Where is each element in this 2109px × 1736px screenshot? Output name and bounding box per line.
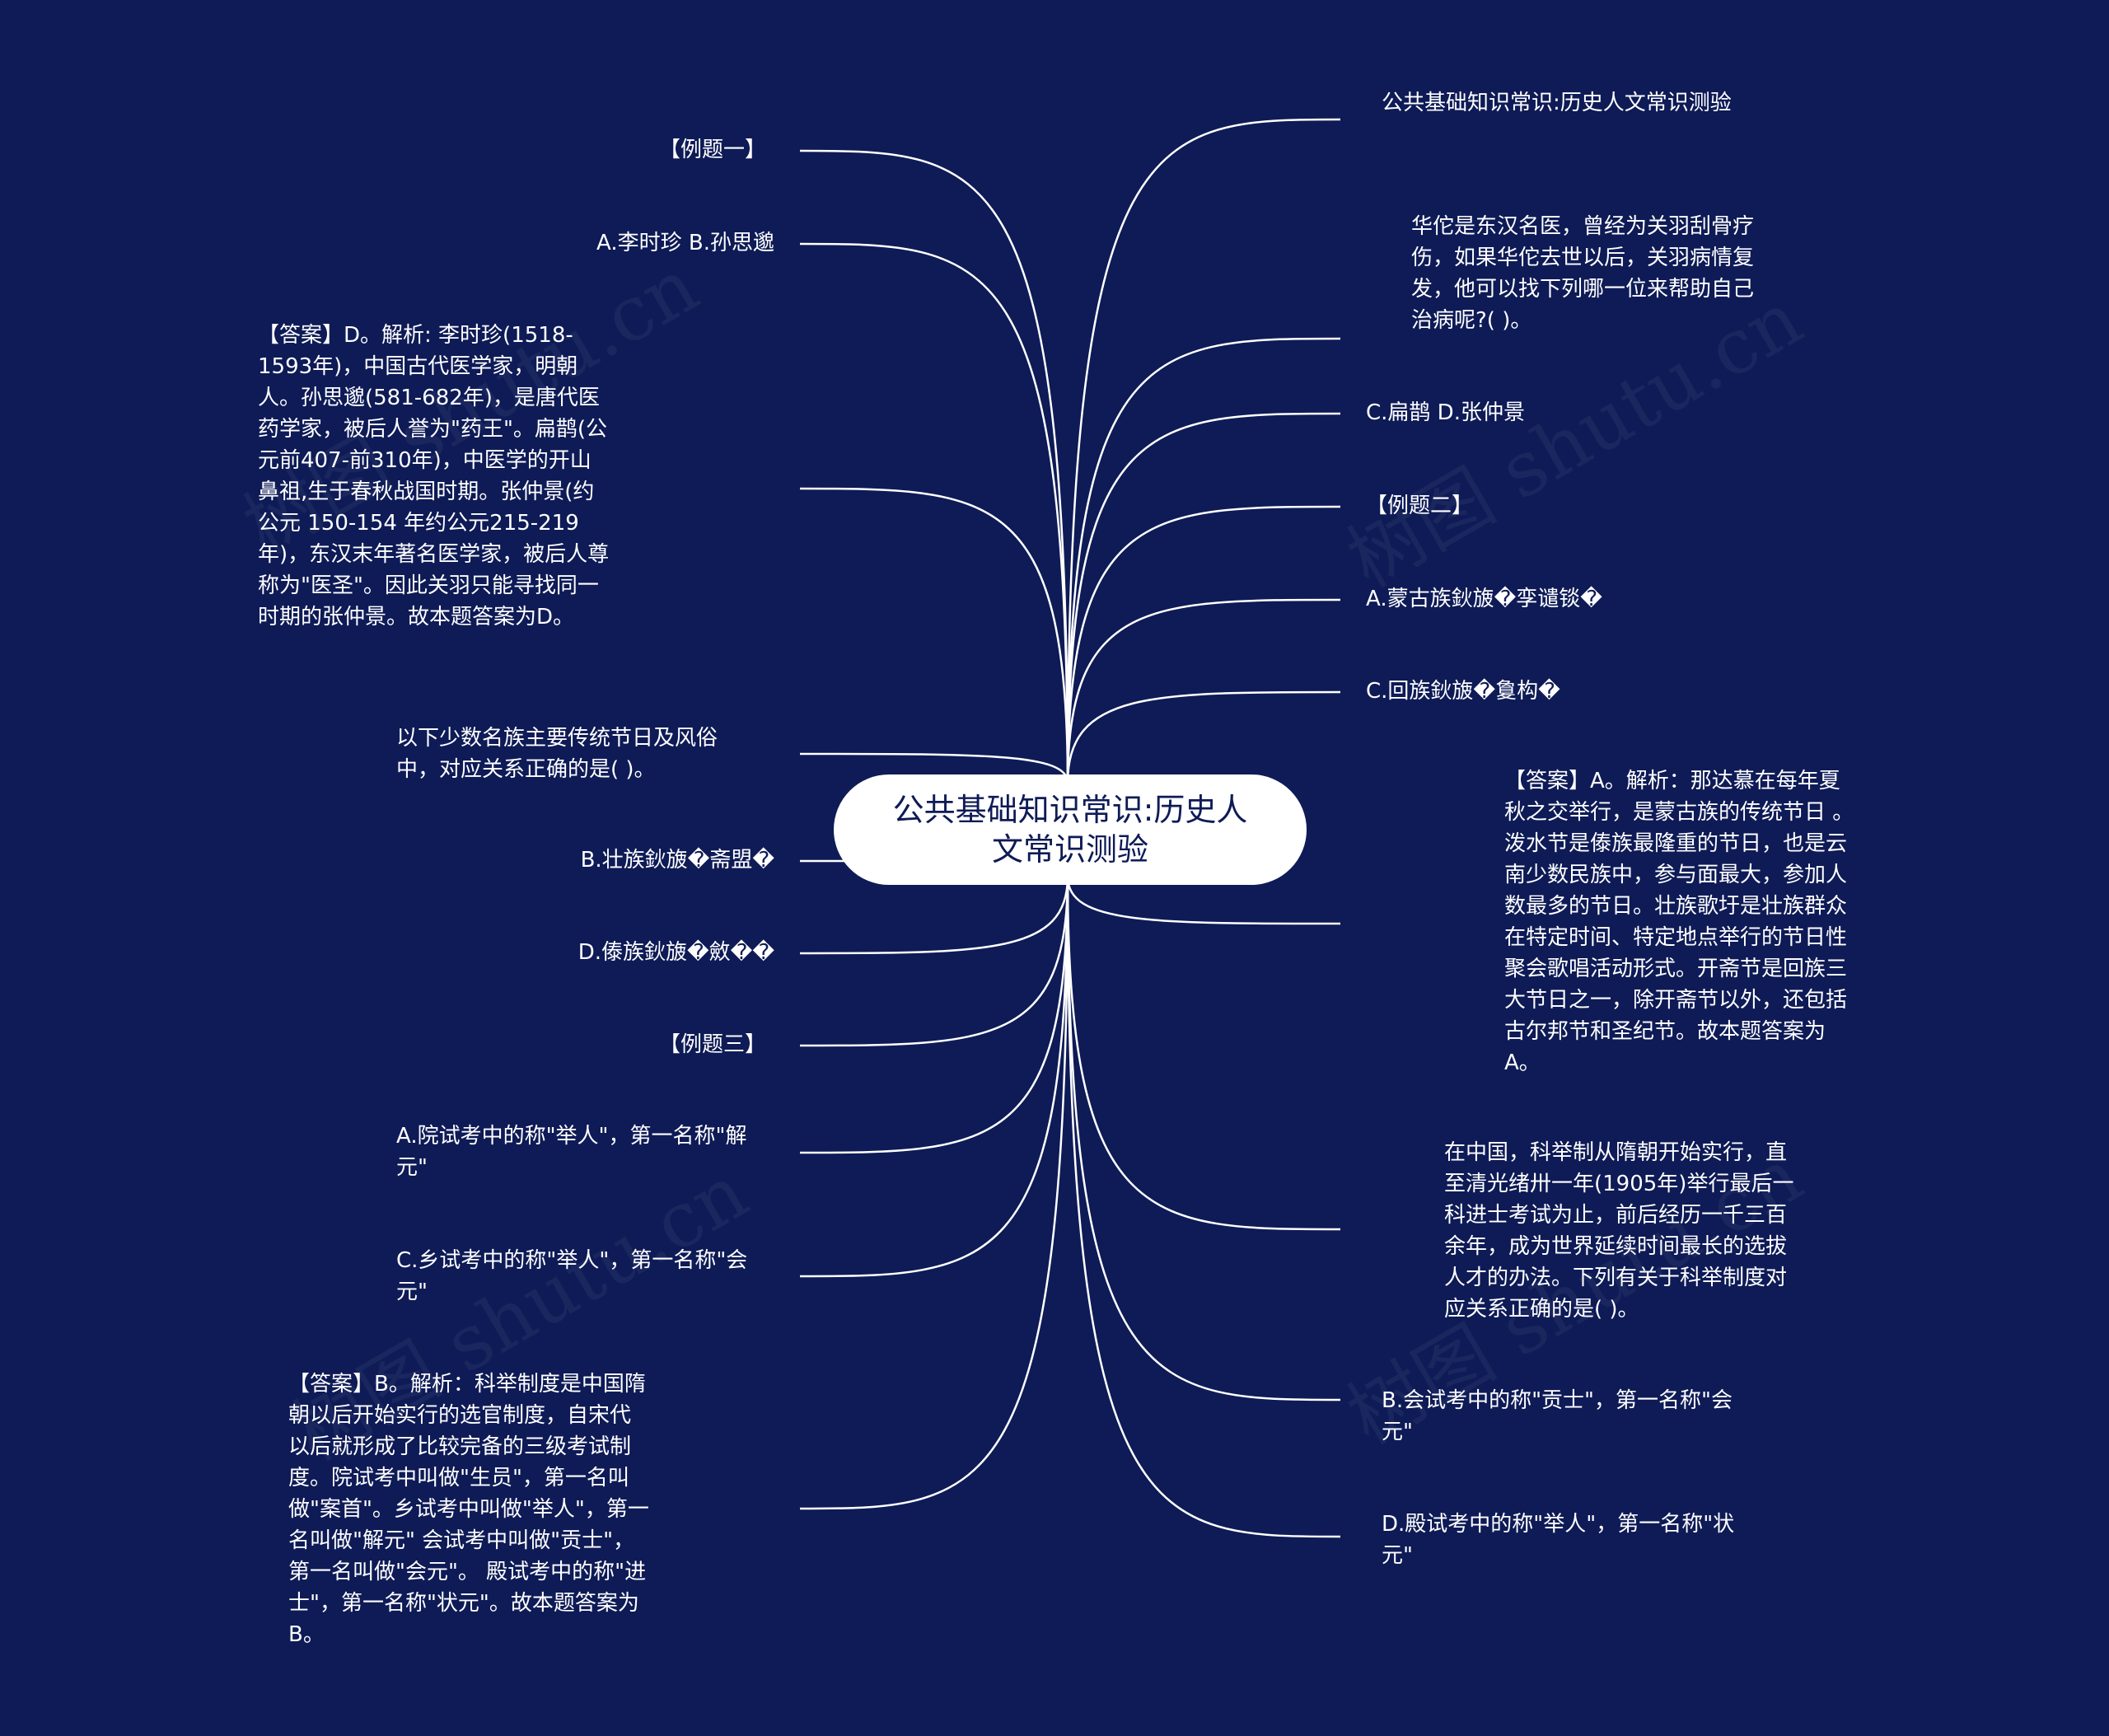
connector-right-8 <box>1066 876 1341 1231</box>
connector-left-3 <box>799 487 1069 784</box>
right-node-1[interactable]: 公共基础知识常识:历史人文常识测验 <box>1382 91 1732 115</box>
connector-right-7 <box>1066 876 1341 925</box>
connector-left-9 <box>799 876 1069 1278</box>
connector-right-1 <box>1066 118 1341 784</box>
right-node-2[interactable]: 华佗是东汉名医，曾经为关羽刮骨疗伤，如果华佗去世以后，关羽病情复发，他可以找下列… <box>1411 214 1755 333</box>
right-node-10[interactable]: D.殿试考中的称"举人"，第一名称"状元" <box>1382 1512 1735 1568</box>
connector-right-3 <box>1066 412 1341 784</box>
connector-left-4 <box>799 752 1069 784</box>
right-node-5[interactable]: A.蒙古族鈥旇�孪谴锬� <box>1366 587 1602 611</box>
left-node-9[interactable]: C.乡试考中的称"举人"，第一名称"会元" <box>396 1248 748 1304</box>
connector-left-1 <box>799 149 1069 784</box>
left-node-2[interactable]: A.李时珍 B.孙思邈 <box>596 231 774 255</box>
right-node-7[interactable]: 【答案】A。解析：那达慕在每年夏秋之交举行，是蒙古族的传统节日 。泼水节是傣族最… <box>1504 769 1854 1075</box>
connector-left-8 <box>799 876 1069 1154</box>
left-node-1[interactable]: 【例题一】 <box>658 138 766 162</box>
right-node-9[interactable]: B.会试考中的称"贡士"，第一名称"会元" <box>1382 1388 1733 1444</box>
connector-right-2 <box>1066 337 1341 784</box>
connector-left-10 <box>799 876 1069 1510</box>
left-node-7[interactable]: 【例题三】 <box>658 1032 766 1057</box>
left-node-6[interactable]: D.傣族鈥旇�斂�� <box>578 940 774 965</box>
right-node-3[interactable]: C.扁鹊 D.张仲景 <box>1366 400 1525 425</box>
left-node-8[interactable]: A.院试考中的称"举人"，第一名称"解元" <box>396 1124 747 1180</box>
connector-left-6 <box>799 876 1069 955</box>
connector-left-7 <box>799 876 1069 1047</box>
right-node-8[interactable]: 在中国，科举制从隋朝开始实行，直至清光绪卅一年(1905年)举行最后一科进士考试… <box>1444 1140 1794 1322</box>
connector-right-10 <box>1066 876 1341 1538</box>
left-node-3[interactable]: 【答案】D。解析: 李时珍(1518-1593年)，中国古代医学家，明朝人。孙思… <box>258 323 610 629</box>
connector-right-5 <box>1066 598 1341 784</box>
left-node-4[interactable]: 以下少数名族主要传统节日及风俗中，对应关系正确的是( )。 <box>396 726 718 782</box>
left-node-5[interactable]: B.壮族鈥旇�斋盟� <box>580 848 774 873</box>
right-node-6[interactable]: C.回族鈥旇�敻构� <box>1366 679 1560 704</box>
connector-right-9 <box>1066 876 1341 1401</box>
connector-right-4 <box>1066 505 1341 784</box>
central-topic[interactable]: 公共基础知识常识:历史人文常识测验 <box>834 774 1307 885</box>
connector-left-2 <box>799 242 1069 784</box>
left-node-10[interactable]: 【答案】B。解析：科举制度是中国隋朝以后开始实行的选官制度，自宋代以后就形成了比… <box>288 1372 649 1647</box>
right-node-4[interactable]: 【例题二】 <box>1366 494 1474 518</box>
connector-right-6 <box>1066 690 1341 784</box>
